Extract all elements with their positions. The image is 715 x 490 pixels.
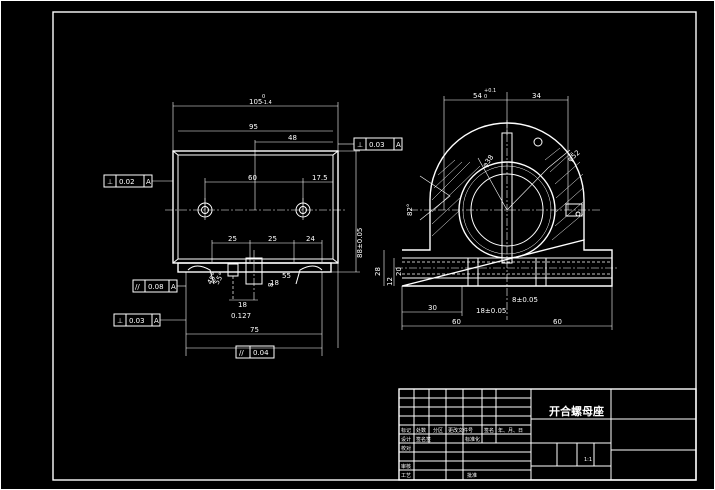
svg-text:年、月、日: 年、月、日 <box>498 427 523 434</box>
dim-75: 75 <box>250 326 259 334</box>
svg-text:审核: 审核 <box>401 463 411 470</box>
dim-54: 54 <box>473 92 482 100</box>
dim-17-5: 17.5 <box>312 174 328 182</box>
dim-25a: 25 <box>228 235 237 243</box>
dim-18: 18 <box>238 301 247 309</box>
dim-12: 12 <box>386 277 394 286</box>
fcf-perp-lower-left: ⊥ 0.03 A <box>113 313 186 327</box>
dim-25b: 25 <box>268 235 277 243</box>
dim-dia-38: φ38 <box>481 153 495 169</box>
svg-text:处数: 处数 <box>416 427 426 434</box>
svg-text:0.02: 0.02 <box>119 178 135 186</box>
svg-text:标记: 标记 <box>401 427 411 434</box>
svg-text:校对: 校对 <box>401 445 411 452</box>
dim-8: 8 <box>267 283 275 287</box>
svg-text:A: A <box>171 283 176 291</box>
dim-54-tol1: +0.1 <box>484 88 496 94</box>
dim-bore-tol: 0.127 <box>231 312 251 320</box>
svg-text:设计: 设计 <box>401 436 411 443</box>
dim-28: 28 <box>374 267 382 276</box>
front-view: 105 0 -1.4 95 48 60 17.5 <box>103 94 403 359</box>
dim-8-005: 8±0.05 <box>512 296 538 304</box>
fcf-parallel-bottom: // 0.04 <box>235 345 275 359</box>
dim-18b: 18 <box>270 279 279 287</box>
dim-30: 30 <box>428 304 437 312</box>
side-view: 54 +0.1 0 34 <box>374 88 618 330</box>
dim-48: 48 <box>288 134 297 142</box>
svg-text:更改文件号: 更改文件号 <box>448 427 473 434</box>
dim-60: 60 <box>248 174 257 182</box>
title-scale: 1:1 <box>584 457 592 463</box>
fcf-perp-left: ⊥ 0.02 A <box>103 174 173 188</box>
fcf-parallel-left: // 0.08 A <box>132 279 186 293</box>
dim-54-tol2: 0 <box>484 94 487 100</box>
dim-overall-tol-upper: 0 <box>262 94 265 100</box>
svg-text:A: A <box>146 178 151 186</box>
title-block: 开合螺母座 1:1 标记 处数 分区 更改文件号 签名 年、月、日 设计 签名签… <box>398 388 697 481</box>
svg-text:0.04: 0.04 <box>253 349 269 357</box>
svg-text:0.08: 0.08 <box>148 283 164 291</box>
fcf-perp-top: ⊥ 0.03 A <box>338 137 403 151</box>
dim-60b: 60 <box>553 318 562 326</box>
svg-text://: // <box>135 283 140 291</box>
svg-text:0.03: 0.03 <box>369 141 385 149</box>
svg-text:分区: 分区 <box>433 427 443 434</box>
dim-width-95: 95 <box>249 123 258 131</box>
dim-18-05: 18±0.05 <box>476 307 506 315</box>
title-part-name: 开合螺母座 <box>549 404 604 418</box>
svg-text://: // <box>239 349 244 357</box>
svg-text:签名: 签名 <box>484 427 494 434</box>
svg-text:批准: 批准 <box>467 472 477 479</box>
dim-angle-82: 82° <box>406 204 414 216</box>
svg-text:签名签: 签名签 <box>416 436 431 443</box>
svg-text:⊥: ⊥ <box>117 317 123 325</box>
dim-24: 24 <box>306 235 315 243</box>
dim-55: 55 <box>282 272 291 280</box>
dim-overall-width: 105 <box>249 98 262 106</box>
drawing-frame <box>52 11 697 481</box>
dim-34: 34 <box>532 92 541 100</box>
svg-text:标准化: 标准化 <box>465 436 480 443</box>
svg-text:A: A <box>396 141 401 149</box>
svg-text:0.03: 0.03 <box>129 317 145 325</box>
dim-60a: 60 <box>452 318 461 326</box>
svg-text:⊥: ⊥ <box>107 178 113 186</box>
dim-overall-tol-lower: -1.4 <box>262 100 272 106</box>
svg-text:⊥: ⊥ <box>357 141 363 149</box>
dim-height-88: 88±0.05 <box>356 228 364 258</box>
svg-text:工艺: 工艺 <box>401 473 411 479</box>
svg-text:A: A <box>154 317 159 325</box>
dim-20: 20 <box>395 267 403 276</box>
